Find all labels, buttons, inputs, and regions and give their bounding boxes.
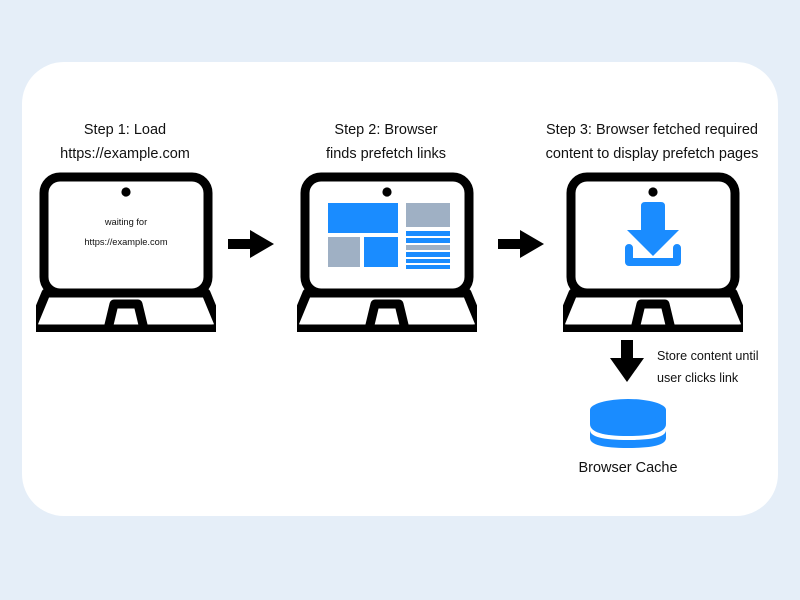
arrow-right-icon	[498, 230, 544, 258]
laptop-step-2	[290, 172, 484, 337]
thumb-block-gray	[328, 237, 360, 267]
hero-block	[328, 203, 398, 233]
text-line-3	[406, 245, 450, 250]
download-icon	[625, 202, 681, 266]
browser-cache-label: Browser Cache	[578, 460, 678, 476]
laptop-1-screen-text: waiting for https://example.com	[51, 212, 201, 252]
step-2-title-line-2: finds prefetch links	[325, 146, 447, 162]
database-cylinder-icon	[590, 399, 666, 448]
screen-text-line-1: waiting for	[104, 217, 148, 227]
wireframe-blocks	[328, 203, 450, 269]
screen-text-line-2: https://example.com	[84, 237, 168, 247]
laptop-step-1: waiting for https://example.com	[29, 172, 223, 337]
store-note-line-2: user clicks link	[657, 371, 739, 385]
thumb-block-blue	[364, 237, 398, 267]
step-1-heading: Step 1: Load https://example.com	[0, 118, 260, 166]
arrow-right-icon	[228, 230, 274, 258]
webcam-dot	[648, 187, 658, 197]
text-line-5	[406, 259, 450, 263]
step-2-title-line-1: Step 2: Browser	[334, 122, 438, 138]
webcam-dot	[121, 187, 131, 197]
flow-arrow-down	[608, 340, 646, 389]
text-line-2	[406, 238, 450, 243]
text-line-4	[406, 252, 450, 257]
step-1-title-line-1: Step 1: Load	[83, 122, 167, 138]
laptop-step-3	[556, 172, 750, 337]
text-line-6	[406, 265, 450, 269]
browser-cache-icon	[588, 398, 668, 455]
laptop-illustration	[29, 172, 223, 334]
flow-arrow-2	[498, 228, 546, 265]
flow-arrow-1	[228, 228, 276, 265]
text-line-1	[406, 231, 450, 236]
step-1-title-line-2: https://example.com	[60, 146, 190, 162]
store-content-note: Store content until user clicks link	[657, 345, 800, 389]
webcam-dot	[382, 187, 392, 197]
step-3-title-line-2: content to display prefetch pages	[545, 146, 759, 162]
arrow-down-icon	[610, 340, 644, 382]
store-note-line-1: Store content until	[657, 349, 759, 363]
step-3-heading: Step 3: Browser fetched required content…	[517, 118, 787, 166]
step-2-heading: Step 2: Browser finds prefetch links	[251, 118, 521, 166]
step-3-title-line-1: Step 3: Browser fetched required	[546, 122, 758, 138]
sidebar-image	[406, 203, 450, 227]
